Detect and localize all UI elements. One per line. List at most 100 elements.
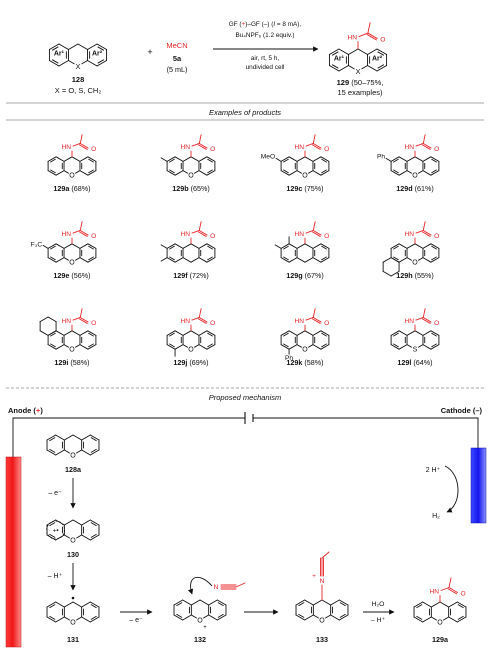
- bond: [398, 243, 408, 249]
- bond: [312, 243, 322, 249]
- example-compound-number: 129b: [172, 184, 189, 193]
- bond: [87, 330, 97, 336]
- bond: [88, 158, 94, 163]
- bond: [312, 330, 322, 336]
- bond: [217, 613, 224, 618]
- bond: [393, 169, 399, 174]
- bond: [304, 614, 314, 621]
- ring-heteroatom: O: [188, 173, 194, 180]
- bond: [416, 604, 423, 609]
- bond: [296, 156, 306, 162]
- nh-label: HN: [347, 35, 357, 42]
- bond: [339, 613, 346, 618]
- condition-fragment: )–GF (–) (: [245, 21, 274, 28]
- ring-heteroatom: O: [437, 620, 443, 627]
- phenyl-label: Ph: [285, 355, 293, 362]
- bond: [68, 43, 79, 50]
- bond: [173, 614, 184, 621]
- bond: [320, 344, 330, 350]
- condition-atmosphere: air, rt, 5 h,: [251, 55, 280, 62]
- bond: [49, 604, 56, 609]
- example-yield: (56%): [69, 271, 90, 280]
- bond: [312, 599, 323, 606]
- example-compound-number: 129h: [396, 271, 412, 280]
- bond: [174, 170, 184, 176]
- bond: [406, 243, 416, 249]
- fused-ring-bond: [47, 330, 57, 336]
- example-yield: (72%): [188, 271, 209, 280]
- nitrile-nitrogen: N: [214, 584, 219, 591]
- bond: [320, 243, 330, 249]
- methoxy-bond: [275, 157, 282, 162]
- bond: [169, 245, 175, 250]
- bond: [58, 43, 69, 50]
- bond: [46, 449, 57, 456]
- bond: [55, 243, 65, 249]
- methyl-bond: [79, 134, 83, 144]
- bond: [390, 344, 400, 350]
- methyl-bond: [312, 308, 316, 318]
- example-label: 129l (64%): [397, 358, 432, 367]
- bond: [456, 601, 467, 608]
- bond: [198, 257, 208, 263]
- carbonyl-oxygen: O: [324, 233, 329, 240]
- bond: [46, 601, 57, 608]
- amide-bond: [358, 32, 369, 37]
- bond: [422, 170, 432, 176]
- bond: [448, 616, 458, 623]
- reagent-number: 5a: [173, 54, 182, 63]
- anode-label-part: Anode (: [8, 406, 36, 415]
- bond: [422, 156, 432, 162]
- product-label-line: 129 (50–75%,: [337, 78, 384, 87]
- bond: [90, 615, 97, 620]
- bond: [338, 48, 349, 55]
- bond: [206, 243, 216, 249]
- bond: [422, 616, 432, 623]
- x-atom-label: X: [355, 67, 360, 76]
- bond: [87, 60, 98, 67]
- methyl-bond: [198, 308, 202, 318]
- bond: [304, 257, 314, 263]
- bond: [89, 601, 100, 608]
- bond: [406, 156, 416, 162]
- bond: [312, 231, 321, 237]
- bond: [280, 344, 290, 350]
- bond: [89, 449, 100, 456]
- bond: [79, 170, 89, 176]
- bond: [55, 156, 65, 162]
- bond: [431, 332, 437, 337]
- bond: [339, 602, 346, 607]
- bond: [46, 434, 57, 441]
- example-compound-number: 129c: [286, 184, 302, 193]
- methyl-bond: [79, 221, 83, 231]
- nh-label: HN: [180, 144, 190, 151]
- bond: [71, 330, 81, 336]
- ring-heteroatom: S: [413, 347, 418, 354]
- bond: [88, 245, 94, 250]
- bond: [182, 257, 192, 263]
- bond: [414, 243, 424, 249]
- bond: [312, 144, 321, 150]
- bond: [88, 343, 94, 348]
- example-yield: (58%): [68, 358, 89, 367]
- bond: [49, 448, 56, 453]
- bond: [208, 614, 218, 621]
- example-yield: (64%): [411, 358, 432, 367]
- bond: [182, 156, 192, 162]
- bond: [48, 60, 60, 67]
- bond: [182, 330, 192, 336]
- bond: [330, 614, 340, 621]
- bond: [90, 448, 97, 453]
- ar2-label: Ar²: [92, 51, 103, 58]
- bond: [169, 158, 175, 163]
- bond: [63, 156, 73, 162]
- bond: [320, 330, 330, 336]
- bond: [312, 156, 322, 162]
- bond: [88, 169, 94, 174]
- bond-layer: [5, 22, 487, 648]
- bond: [166, 170, 176, 176]
- bond: [338, 614, 349, 621]
- amide-bond: [72, 230, 81, 234]
- bond: [49, 615, 56, 620]
- bond: [55, 434, 65, 441]
